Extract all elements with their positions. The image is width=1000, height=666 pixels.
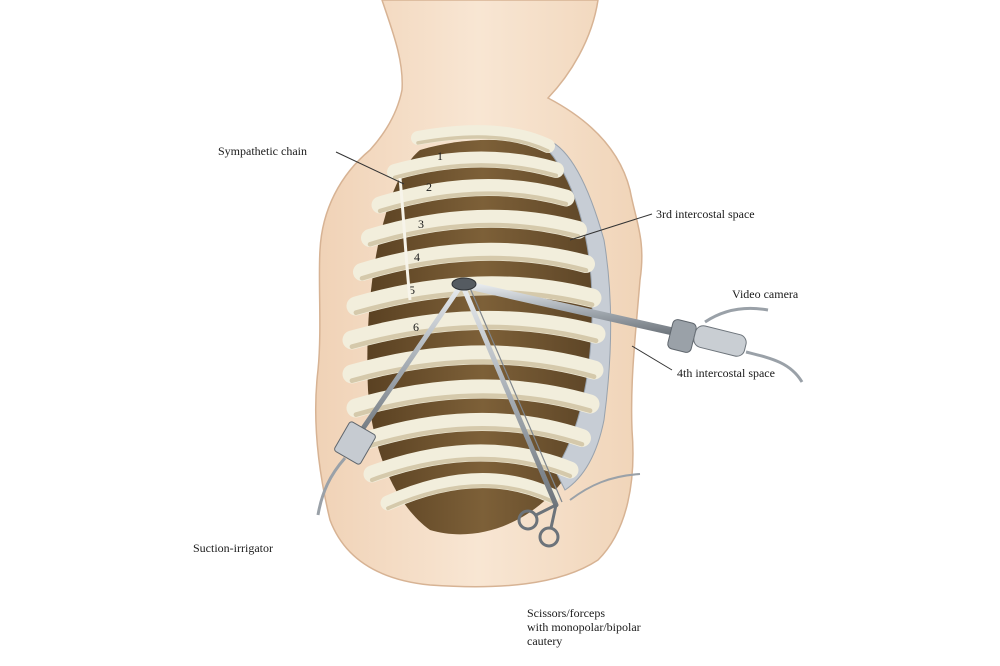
rib-shadow [416, 135, 550, 153]
rib-number-label: 3 [418, 217, 424, 231]
rib [371, 179, 575, 214]
label-scissors-forceps: Scissors/forceps with monopolar/bipolar … [527, 606, 667, 648]
label-scissors-line-1: Scissors/forceps [527, 606, 605, 620]
rib-shadow [349, 324, 599, 350]
suction-irrigator [316, 281, 465, 516]
label-sympathetic-chain: Sympathetic chain [218, 144, 307, 158]
rib [363, 444, 579, 483]
rib-number-label: 5 [409, 283, 415, 297]
rib [361, 209, 587, 247]
leader-lines [335, 151, 673, 371]
rib [353, 242, 595, 281]
rib-number-label: 4 [414, 250, 420, 264]
rib-shadow [353, 393, 593, 418]
rib-shadow [353, 290, 595, 316]
label-scissors-line-2: with monopolar/bipolar [527, 620, 641, 634]
rib-number-label: 2 [426, 180, 432, 194]
scissors-forceps [459, 281, 641, 548]
rib [342, 345, 604, 384]
rib [353, 413, 591, 451]
label-suction-irrigator: Suction-irrigator [193, 541, 273, 555]
rib [380, 473, 560, 511]
sympathetic-chain [398, 177, 412, 301]
rib-shadow [349, 359, 597, 384]
label-scissors-line-3: cautery [527, 634, 563, 648]
rib-number-label: 6 [413, 320, 419, 334]
rib-shadow [359, 255, 589, 281]
rib-shadow [386, 484, 554, 511]
entry-port [451, 277, 477, 291]
rib [346, 379, 600, 418]
rib-shadow [367, 222, 581, 247]
video-camera [458, 280, 804, 383]
label-3rd-intercostal-space: 3rd intercostal space [656, 207, 755, 221]
rib [411, 125, 555, 153]
rib-number-label: 1 [437, 149, 443, 163]
rib-shadow [393, 163, 558, 180]
label-4th-intercostal-space: 4th intercostal space [677, 366, 775, 380]
label-video-camera: Video camera [732, 287, 799, 301]
rib [387, 151, 564, 180]
rib-shadow [359, 426, 585, 451]
rib-numbers: 1 2 3 4 5 6 [409, 149, 443, 334]
